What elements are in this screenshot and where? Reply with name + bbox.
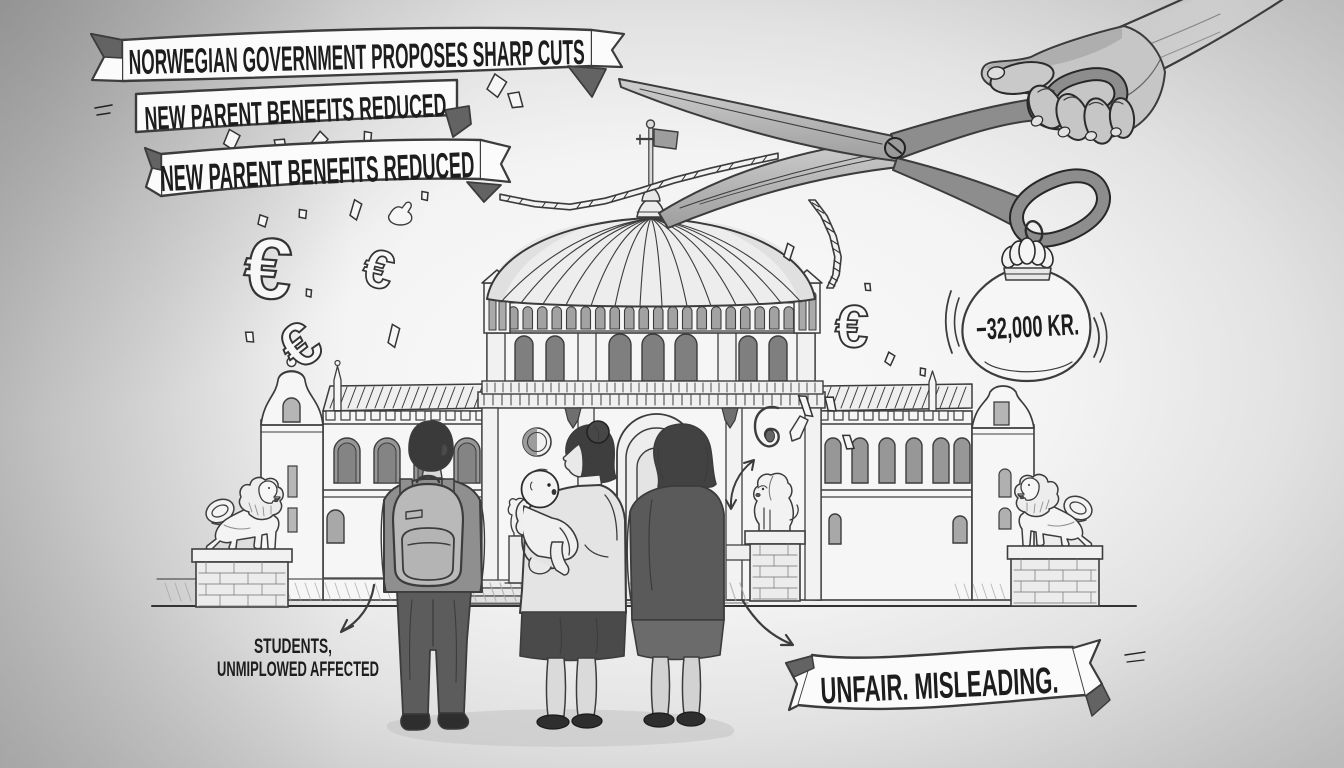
svg-text:−32,000 KR.: −32,000 KR. — [975, 308, 1080, 346]
svg-text:STUDENTS,: STUDENTS, — [254, 635, 332, 658]
svg-text:€: € — [834, 292, 870, 360]
svg-text:€: € — [241, 220, 295, 319]
svg-text:UNMIPLOWED AFFECTED: UNMIPLOWED AFFECTED — [217, 658, 379, 681]
